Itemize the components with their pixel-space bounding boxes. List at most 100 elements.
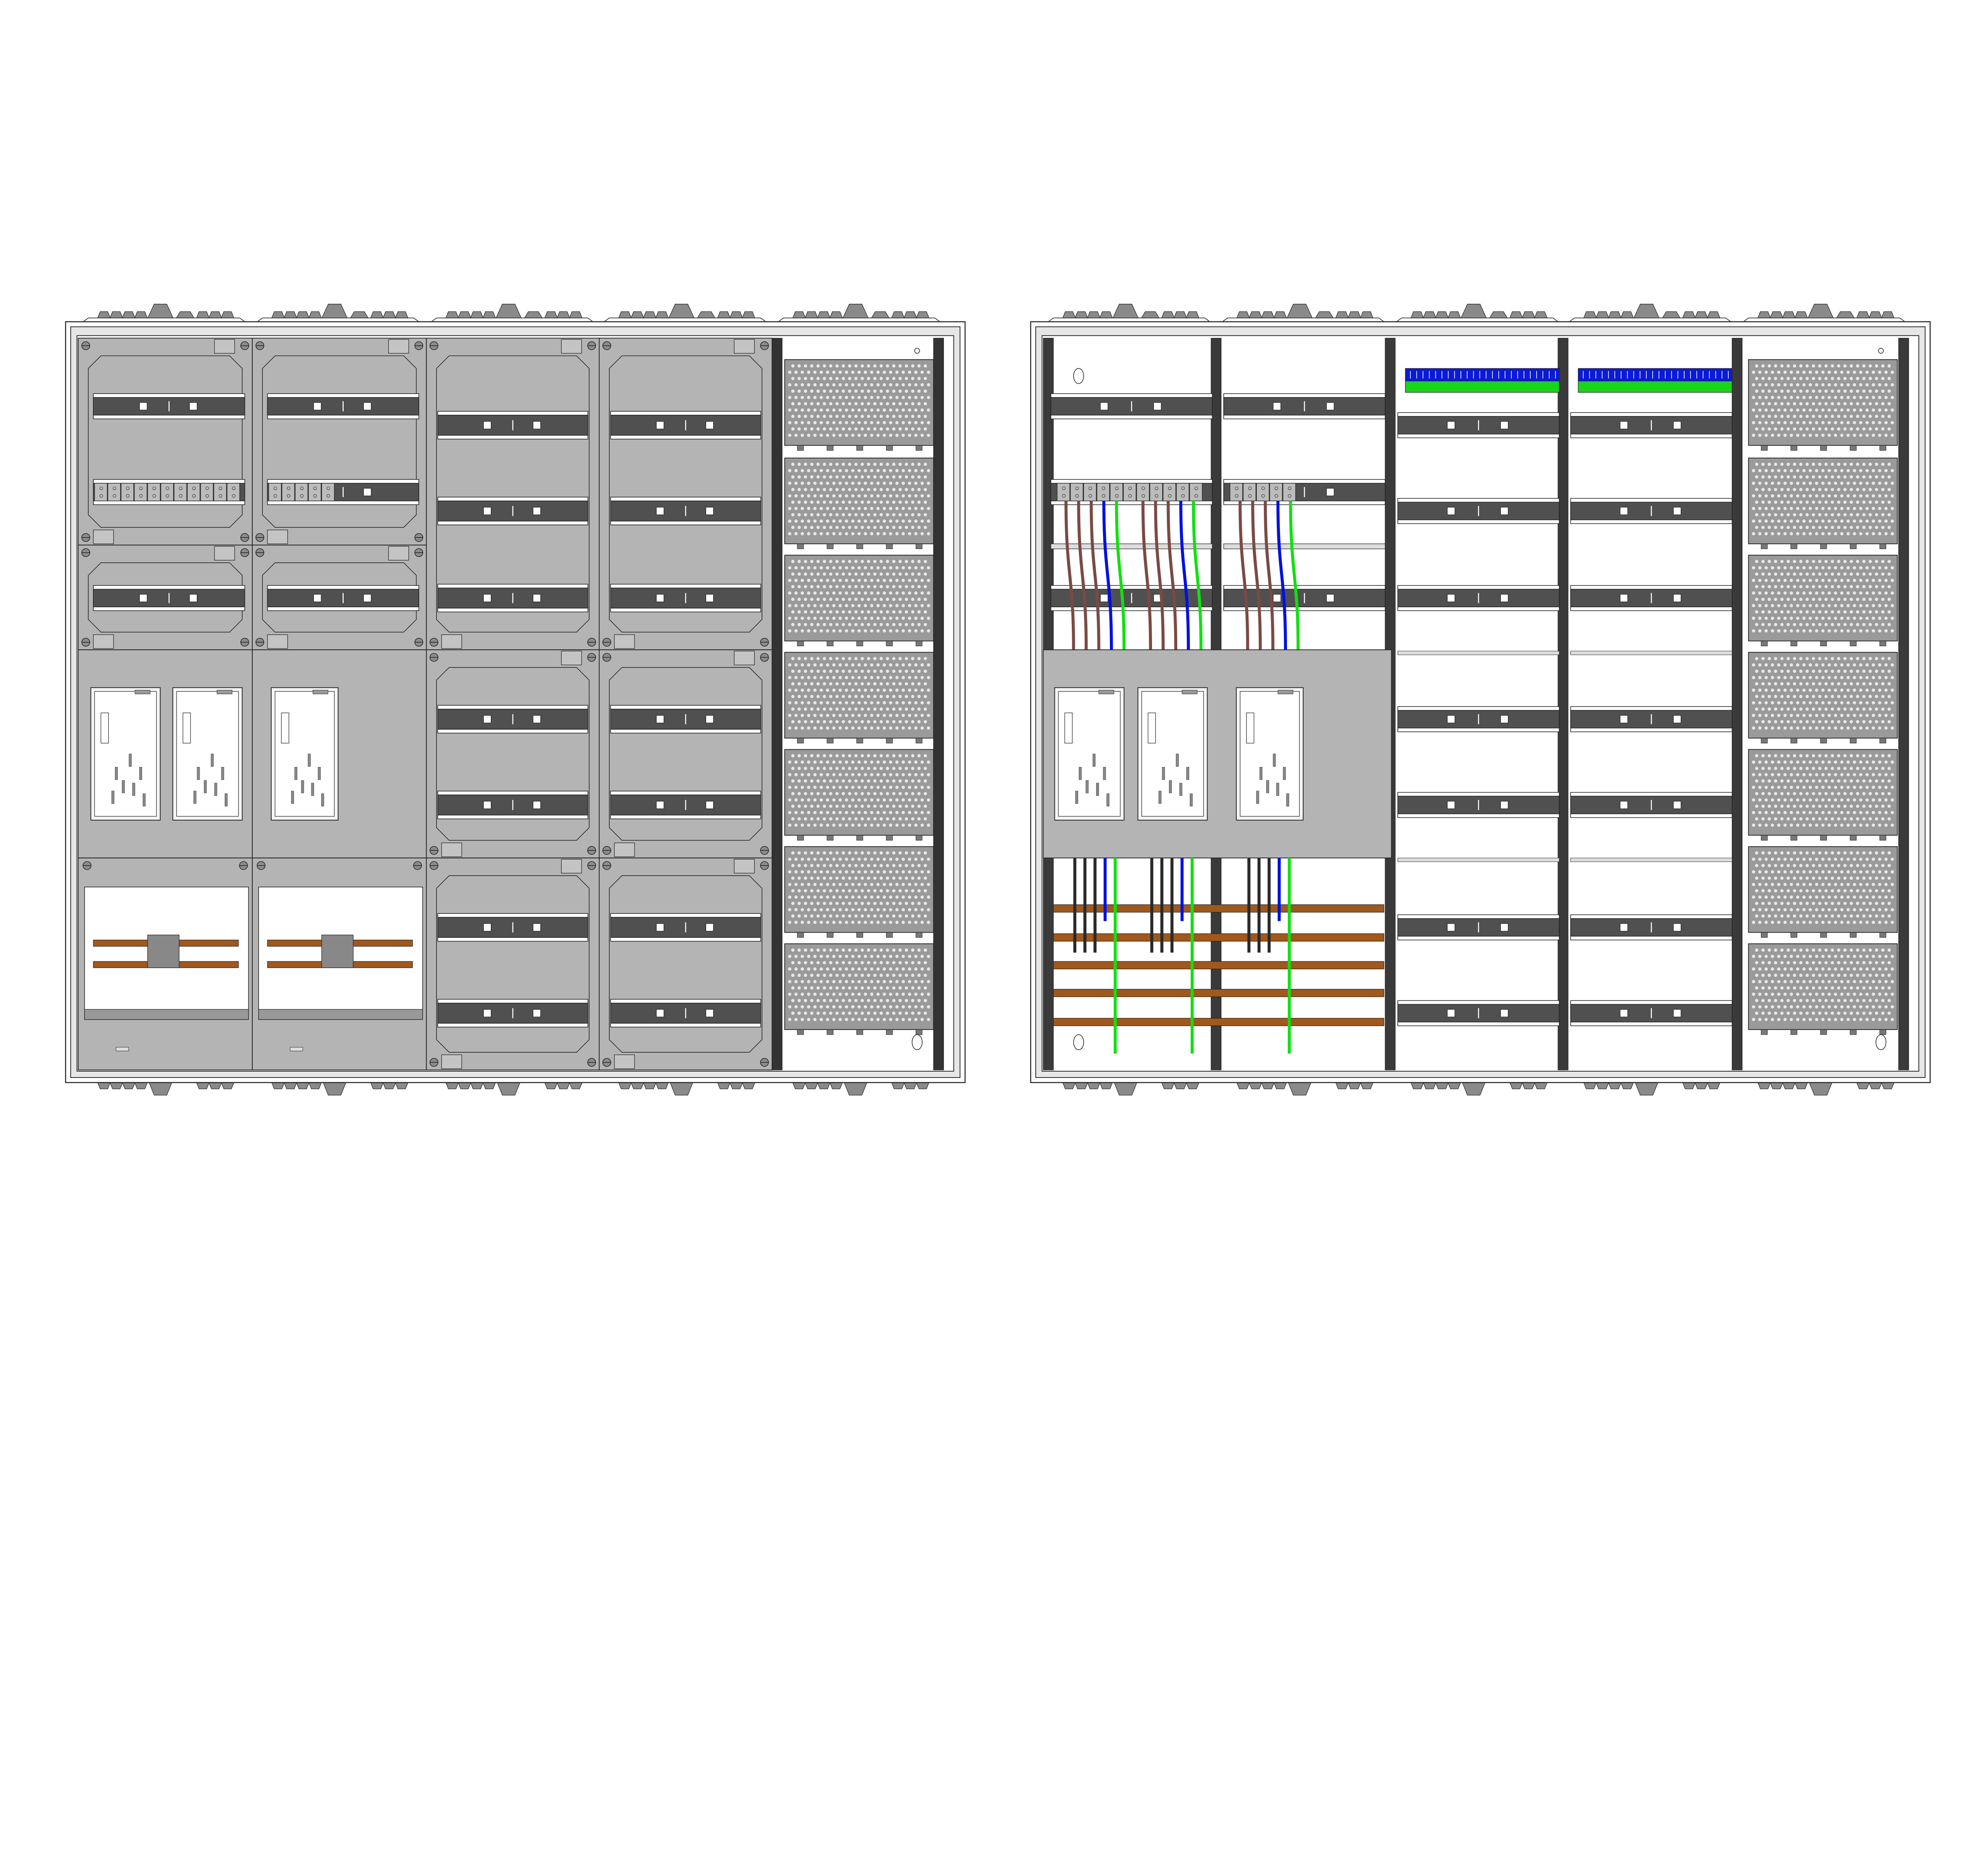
plate-hole: [1777, 760, 1781, 764]
plate-hole: [826, 1018, 829, 1021]
plate-hole: [851, 811, 855, 814]
plate-hole: [1872, 616, 1875, 620]
plate-hole: [1884, 980, 1888, 983]
plate-hole: [1780, 657, 1784, 660]
plate-hole: [1809, 506, 1812, 510]
plate-hole: [829, 560, 832, 563]
plate-hole: [1777, 823, 1781, 827]
plate-hole: [1809, 676, 1812, 679]
plate-hole: [1862, 1011, 1866, 1015]
plate-hole: [1840, 967, 1844, 971]
plate-hole: [848, 999, 851, 1002]
cover-hinge: [614, 843, 635, 857]
plate-hole: [1831, 657, 1834, 660]
plate-hole: [860, 817, 864, 821]
plate-hole: [835, 389, 839, 393]
plate-hole: [845, 532, 848, 536]
plate-hole: [864, 481, 867, 485]
plate-hole: [826, 895, 829, 899]
plate-hole: [1799, 377, 1803, 381]
plate-hole: [1780, 488, 1784, 492]
plate-hole: [1780, 513, 1784, 517]
plate-hole: [1856, 414, 1859, 418]
plate-hole: [917, 986, 921, 990]
plate-hole: [1796, 494, 1800, 498]
terminal-block: [321, 483, 335, 501]
plate-hole: [1884, 481, 1888, 485]
plate-hole: [1805, 475, 1809, 479]
plate-hole: [788, 895, 792, 899]
plate-hole: [1846, 920, 1850, 924]
plate-hole: [826, 786, 829, 789]
plate-hole: [1783, 566, 1787, 569]
plate-hole: [1777, 1018, 1781, 1021]
plate-hole: [1805, 864, 1809, 867]
plate-hole: [788, 1005, 792, 1009]
cable-gland-small-icon: [109, 1082, 123, 1089]
cable-gland-small-icon: [1868, 311, 1882, 318]
plate-hole: [1878, 701, 1881, 704]
plate-hole: [1821, 823, 1825, 827]
plate-hole: [1758, 713, 1762, 717]
plate-hole: [804, 560, 807, 563]
plate-hole: [794, 591, 798, 595]
plate-hole: [1868, 610, 1872, 614]
cable-gland-small-icon: [395, 1082, 409, 1089]
plate-hole: [1865, 688, 1869, 692]
plate-hole: [1856, 389, 1859, 393]
plate-hole: [892, 961, 895, 965]
plate-hole: [1837, 475, 1840, 479]
plate-hole: [867, 999, 870, 1002]
plate-hole: [1853, 370, 1856, 374]
plate-hole: [917, 623, 921, 627]
terminal-block: [1136, 483, 1150, 501]
plate-hole: [835, 572, 839, 576]
plate-hole: [898, 864, 902, 867]
plate-hole: [914, 955, 918, 958]
plate-hole: [1827, 383, 1831, 387]
rail-slot: [483, 923, 492, 932]
plate-hole: [1774, 851, 1777, 855]
meter-pin: [1103, 767, 1106, 780]
plate-hole: [1827, 870, 1831, 874]
plate-hole: [1868, 402, 1872, 406]
plate-hole: [797, 572, 801, 576]
plate-hole: [898, 402, 902, 406]
plate-hole: [870, 993, 873, 996]
plate-hole: [1875, 475, 1878, 479]
plate-hole: [1793, 948, 1796, 952]
cover-panel: [78, 545, 253, 651]
plate-hole: [842, 792, 845, 795]
plate-hole: [1821, 760, 1825, 764]
plate-hole: [1771, 823, 1774, 827]
plate-hole: [914, 591, 918, 595]
meter-mounting-plate: [172, 687, 243, 821]
plate-hole: [1887, 902, 1891, 905]
plate-hole: [886, 377, 889, 381]
plate-hole: [908, 1018, 912, 1021]
plate-hole: [873, 364, 877, 368]
plate-foot: [1879, 835, 1887, 841]
plate-hole: [823, 377, 826, 381]
plate-hole: [1824, 817, 1828, 821]
plate-hole: [819, 688, 823, 692]
plate-hole: [901, 870, 905, 874]
plate-hole: [1815, 823, 1818, 827]
plate-hole: [1890, 532, 1894, 536]
plate-hole: [898, 707, 902, 711]
plate-hole: [1799, 754, 1803, 758]
plate-hole: [1875, 767, 1878, 770]
plate-hole: [864, 506, 867, 510]
plate-hole: [1884, 773, 1888, 776]
plate-hole: [1752, 591, 1755, 595]
plate-hole: [1872, 908, 1875, 911]
plate-hole: [920, 713, 924, 717]
plate-hole: [1780, 902, 1784, 905]
cable-gland-large-icon: [1809, 1082, 1833, 1096]
terminal-block: [1070, 483, 1084, 501]
plate-hole: [826, 858, 829, 861]
plate-hole: [801, 786, 804, 789]
plate-hole: [892, 488, 895, 492]
meter-pin: [1286, 793, 1289, 807]
busbar: [1053, 961, 1384, 969]
